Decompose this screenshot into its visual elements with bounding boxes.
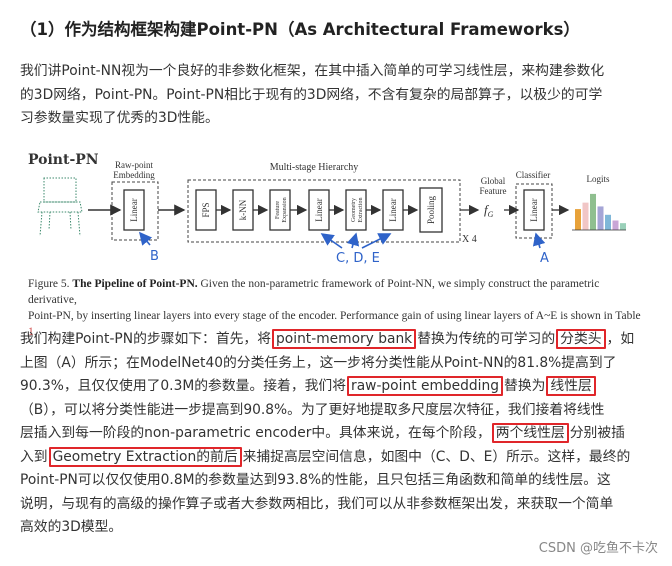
- linear-block: [123, 189, 145, 231]
- global-feature-label: Feature: [480, 186, 507, 196]
- feature-expansion-label: Expansion: [282, 197, 288, 222]
- highlight-box: 两个线性层: [491, 423, 569, 443]
- steps-line: 说明，与现有的高级的操作算子或者大参数两相比，我们可以从非参数框架出发，来获取一…: [20, 495, 614, 512]
- intro-line: 的3D网络，Point-PN。Point-PN相比于现有的3D网络，不含有复杂的…: [20, 86, 603, 103]
- caption-text: Given the non-parametric framework of Po…: [28, 278, 600, 306]
- global-feature-label: Global: [481, 176, 506, 186]
- pipeline-figure: Point-PN Raw-point Embedding Linear Mult…: [0, 150, 672, 338]
- intro-paragraph: 我们讲Point-NN视为一个良好的非参数化框架，在其中插入简单的可学习线性层，…: [20, 60, 650, 131]
- logits-bar-group: [575, 193, 626, 230]
- highlight-box: point-memory bank: [272, 329, 417, 349]
- linear-block-label: Linear: [314, 198, 324, 221]
- logit-bar: [597, 206, 604, 230]
- pooling-block-label: Pooling: [426, 196, 436, 225]
- steps-line: Point-PN可以仅仅使用0.8M的参数量达到93.8%的性能，且只包括三角函…: [20, 472, 611, 488]
- raw-embedding-label: Embedding: [113, 170, 155, 180]
- classifier-label: Classifier: [516, 170, 551, 180]
- logit-bar: [620, 223, 626, 230]
- highlight-box: raw-point embedding: [347, 376, 504, 396]
- feature-expansion-label: Feature: [275, 201, 281, 219]
- geometry-extraction-label: Geometry: [351, 198, 357, 222]
- steps-line: 高效的3D模型。: [20, 519, 123, 535]
- steps-line: 层插入到每一阶段的non-parametric encoder中。具体来说，在每…: [20, 423, 625, 443]
- caption-prefix: Figure 5.: [28, 278, 70, 290]
- annotation-b-label: B: [150, 249, 159, 264]
- logit-bar: [605, 214, 611, 230]
- annotation-cde: C, D, E: [320, 232, 392, 266]
- intro-line: 我们讲Point-NN视为一个良好的非参数化框架，在其中插入简单的可学习线性层，…: [20, 63, 605, 79]
- logit-bar: [590, 193, 596, 230]
- csdn-watermark: CSDN @吃鱼不卡次: [538, 541, 658, 556]
- steps-line: 上图（A）所示；在ModelNet40的分类任务上，这一步将分类性能从Point…: [20, 354, 617, 371]
- steps-line: （B），可以将分类性能进一步提高到90.8%。为了更好地提取多尺度层次特征，我们…: [20, 401, 605, 418]
- caption-text: Point-PN, by inserting linear layers int…: [28, 310, 641, 322]
- hierarchy-label: Multi-stage Hierarchy: [270, 162, 359, 173]
- fg-symbol: fG: [484, 202, 494, 219]
- annotation-cde-label: C, D, E: [336, 251, 380, 266]
- figure-caption: Figure 5. The Pipeline of Point-PN. Give…: [28, 278, 641, 338]
- geometry-extraction-label: Extraction: [358, 198, 364, 223]
- linear-block-label: Linear: [129, 198, 139, 221]
- annotation-b: B: [138, 231, 159, 264]
- figure-title: Point-PN: [28, 152, 99, 168]
- logit-bar: [582, 202, 589, 230]
- linear-block-label: Linear: [388, 198, 398, 221]
- logit-bar: [575, 209, 581, 230]
- knn-block-label: k-NN: [238, 199, 248, 220]
- caption-bold: The Pipeline of Point-PN.: [72, 278, 198, 290]
- intro-line: 习参数量实现了优秀的3D性能。: [20, 110, 219, 126]
- logit-bar: [612, 220, 619, 230]
- logits-label: Logits: [586, 174, 609, 184]
- highlight-box: 分类头: [556, 329, 606, 349]
- linear-block: [523, 189, 545, 231]
- pooling-block: [419, 187, 443, 233]
- highlight-box: Geometry Extraction的前后: [48, 446, 242, 467]
- pipeline-diagram: Raw-point Embedding Linear Multi-stage H…: [37, 160, 626, 266]
- raw-embedding-label: Raw-point: [115, 160, 153, 170]
- table-ref-link[interactable]: 1: [28, 326, 34, 338]
- highlight-box: 线性层: [546, 376, 596, 396]
- section-heading: （1）作为结构框架构建Point-PN（As Architectural Fra…: [20, 20, 580, 39]
- linear-block-label: Linear: [529, 198, 539, 221]
- chair-point-cloud-icon: [37, 177, 83, 237]
- embedding-dashed-box: [111, 181, 159, 241]
- fps-block-label: FPS: [201, 202, 211, 217]
- annotation-a-label: A: [540, 251, 549, 266]
- annotation-a: A: [532, 232, 549, 266]
- repeat-label: X 4: [462, 234, 477, 245]
